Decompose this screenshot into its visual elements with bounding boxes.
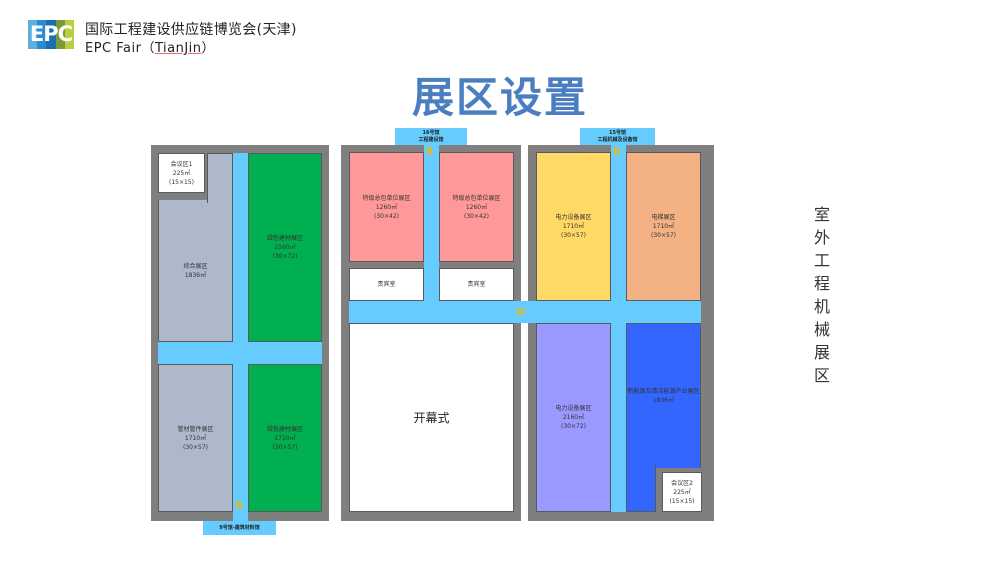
zone-name: 新能源及清洁能源产业展区: [627, 388, 700, 395]
outdoor-label-char: 机: [813, 297, 830, 316]
outdoor-machinery-label: 室 外 工 程 机 械 展 区: [811, 203, 833, 387]
zone-area: 225㎡: [172, 169, 191, 177]
gate-hall-16[interactable]: 16号馆 工程建设馆: [395, 128, 467, 145]
logo-stripe: [64, 20, 75, 49]
zone-name: 综合展区: [183, 262, 208, 270]
aisle-middle-vertical: [424, 143, 439, 303]
zone-name: 贵宾室: [467, 281, 486, 288]
zone-name: 绿色建材展区: [266, 425, 303, 433]
outdoor-label-char: 展: [813, 343, 830, 362]
zone-name: 绿色建材展区: [266, 235, 303, 242]
zone-opening-ceremony[interactable]: 开幕式: [349, 323, 514, 512]
bidirectional-arrow-icon: ⇅: [425, 145, 435, 158]
zone-name: 特级总包单位展区: [362, 194, 411, 202]
brand-title-cn: 国际工程建设供应链博览会(天津): [85, 22, 297, 38]
zone-area: 1710㎡: [652, 223, 675, 230]
logo-stripe: [46, 20, 56, 49]
zone-name: 会议区1: [170, 160, 193, 168]
zone-area: 1710㎡: [562, 223, 585, 230]
zone-area: 1260㎡: [375, 203, 398, 211]
zone-vip-room-1[interactable]: 贵宾室: [349, 268, 424, 301]
brand-en-suffix: ）: [201, 41, 216, 56]
zone-general[interactable]: 综合展区 1836㎡: [158, 200, 233, 342]
gate-hall-9[interactable]: 9号馆-建筑材料馆: [203, 521, 276, 535]
logo-text: EPC: [29, 22, 73, 46]
bidirectional-arrow-icon: ⇅: [612, 145, 622, 158]
zone-size: (30×57): [183, 443, 208, 451]
logo: EPC: [28, 20, 75, 49]
bidirectional-arrow-icon: ⇅: [234, 499, 244, 512]
brand-en-prefix: EPC Fair（: [85, 41, 155, 56]
zone-green-building-1[interactable]: 绿色建材展区 2160㎡ (30×72): [248, 153, 322, 342]
zone-power-equipment-2[interactable]: 电力设备展区 2160㎡ (30×72): [536, 323, 611, 512]
aisle-right-vertical: [611, 143, 626, 512]
zone-name: 特级总包单位展区: [452, 194, 501, 202]
zone-name: 电力设备展区: [555, 214, 592, 221]
page-title: 展区设置: [411, 73, 588, 122]
gate-label: 9号馆-建筑材料馆: [219, 524, 260, 531]
outdoor-label-char: 程: [813, 274, 830, 293]
zone-area: 225㎡: [673, 488, 691, 496]
aisle-left-exit: [233, 512, 248, 522]
logo-stripe: [55, 20, 65, 49]
gate-label-line2: 工程机械及设备馆: [597, 136, 638, 143]
zone-name: 管材管件展区: [177, 425, 214, 433]
zone-size: (30×72): [561, 423, 586, 430]
zone-area: 2160㎡: [562, 414, 585, 421]
outdoor-label-char: 区: [813, 366, 830, 385]
zone-area: 1836㎡: [652, 397, 675, 404]
zone-pipes[interactable]: 管材管件展区 1710㎡ (30×57): [158, 364, 233, 512]
zone-vip-room-2[interactable]: 贵宾室: [439, 268, 514, 301]
outdoor-label-char: 室: [813, 205, 830, 224]
gate-label-line2: 工程建设馆: [418, 136, 444, 143]
zone-green-building-2[interactable]: 绿色建材展区 1710㎡ (30×57): [248, 364, 322, 512]
logo-stripe: [37, 20, 47, 49]
zone-name: 电力设备展区: [555, 405, 592, 412]
zone-name: 贵宾室: [377, 281, 396, 288]
zone-area: 1260㎡: [465, 203, 488, 211]
aisle-left-vertical: [233, 153, 248, 512]
zone-size: (30×42): [374, 212, 399, 220]
zone-new-energy-bottom: [626, 465, 656, 512]
zone-size: (15×15): [669, 497, 695, 505]
gate-label-line1: 15号馆: [609, 129, 626, 136]
outdoor-label-char: 械: [813, 320, 830, 339]
zone-name: 电梯展区: [651, 214, 676, 221]
outdoor-label-char: 工: [813, 251, 830, 270]
zone-size: (30×57): [651, 232, 676, 239]
zone-area: 1710㎡: [274, 434, 296, 442]
zone-size: (30×57): [561, 232, 586, 239]
zone-power-equipment-1[interactable]: 电力设备展区 1710㎡ (30×57): [536, 152, 611, 301]
brand-en-city: TianJin: [154, 41, 202, 56]
zone-size: (30×42): [464, 212, 489, 220]
aisle-left-horizontal: [158, 342, 322, 364]
zone-area: 1836㎡: [184, 271, 207, 279]
zone-size: (15×15): [169, 178, 194, 186]
zone-elevator[interactable]: 电梯展区 1710㎡ (30×57): [626, 152, 701, 301]
zone-general-top: [207, 153, 233, 203]
zone-area: 1710㎡: [184, 434, 207, 442]
zone-name: 会议区2: [671, 479, 693, 487]
zone-meeting-2[interactable]: 会议区2 225㎡ (15×15): [662, 472, 702, 512]
zone-contractor-1[interactable]: 特级总包单位展区 1260㎡ (30×42): [349, 152, 424, 262]
gate-label-line1: 16号馆: [422, 129, 440, 136]
zone-meeting-1[interactable]: 会议区1 225㎡ (15×15): [158, 153, 205, 193]
zone-new-energy[interactable]: 新能源及清洁能源产业展区 1836㎡: [626, 323, 701, 468]
gate-hall-15[interactable]: 15号馆 工程机械及设备馆: [580, 128, 655, 145]
brand-title-en: EPC Fair（TianJin）: [85, 37, 215, 56]
outdoor-label-char: 外: [813, 228, 830, 247]
logo-stripe: [28, 20, 38, 49]
zone-size: (30×72): [272, 253, 298, 260]
zone-area: 2160㎡: [274, 244, 296, 251]
zone-contractor-2[interactable]: 特级总包单位展区 1260㎡ (30×42): [439, 152, 514, 262]
aisle-right-horizontal: [528, 301, 701, 323]
bidirectional-arrow-icon: ⇄: [516, 305, 526, 318]
zone-size: (30×57): [272, 443, 298, 451]
zone-name: 开幕式: [413, 410, 450, 425]
aisle-middle-horizontal: [349, 301, 529, 323]
